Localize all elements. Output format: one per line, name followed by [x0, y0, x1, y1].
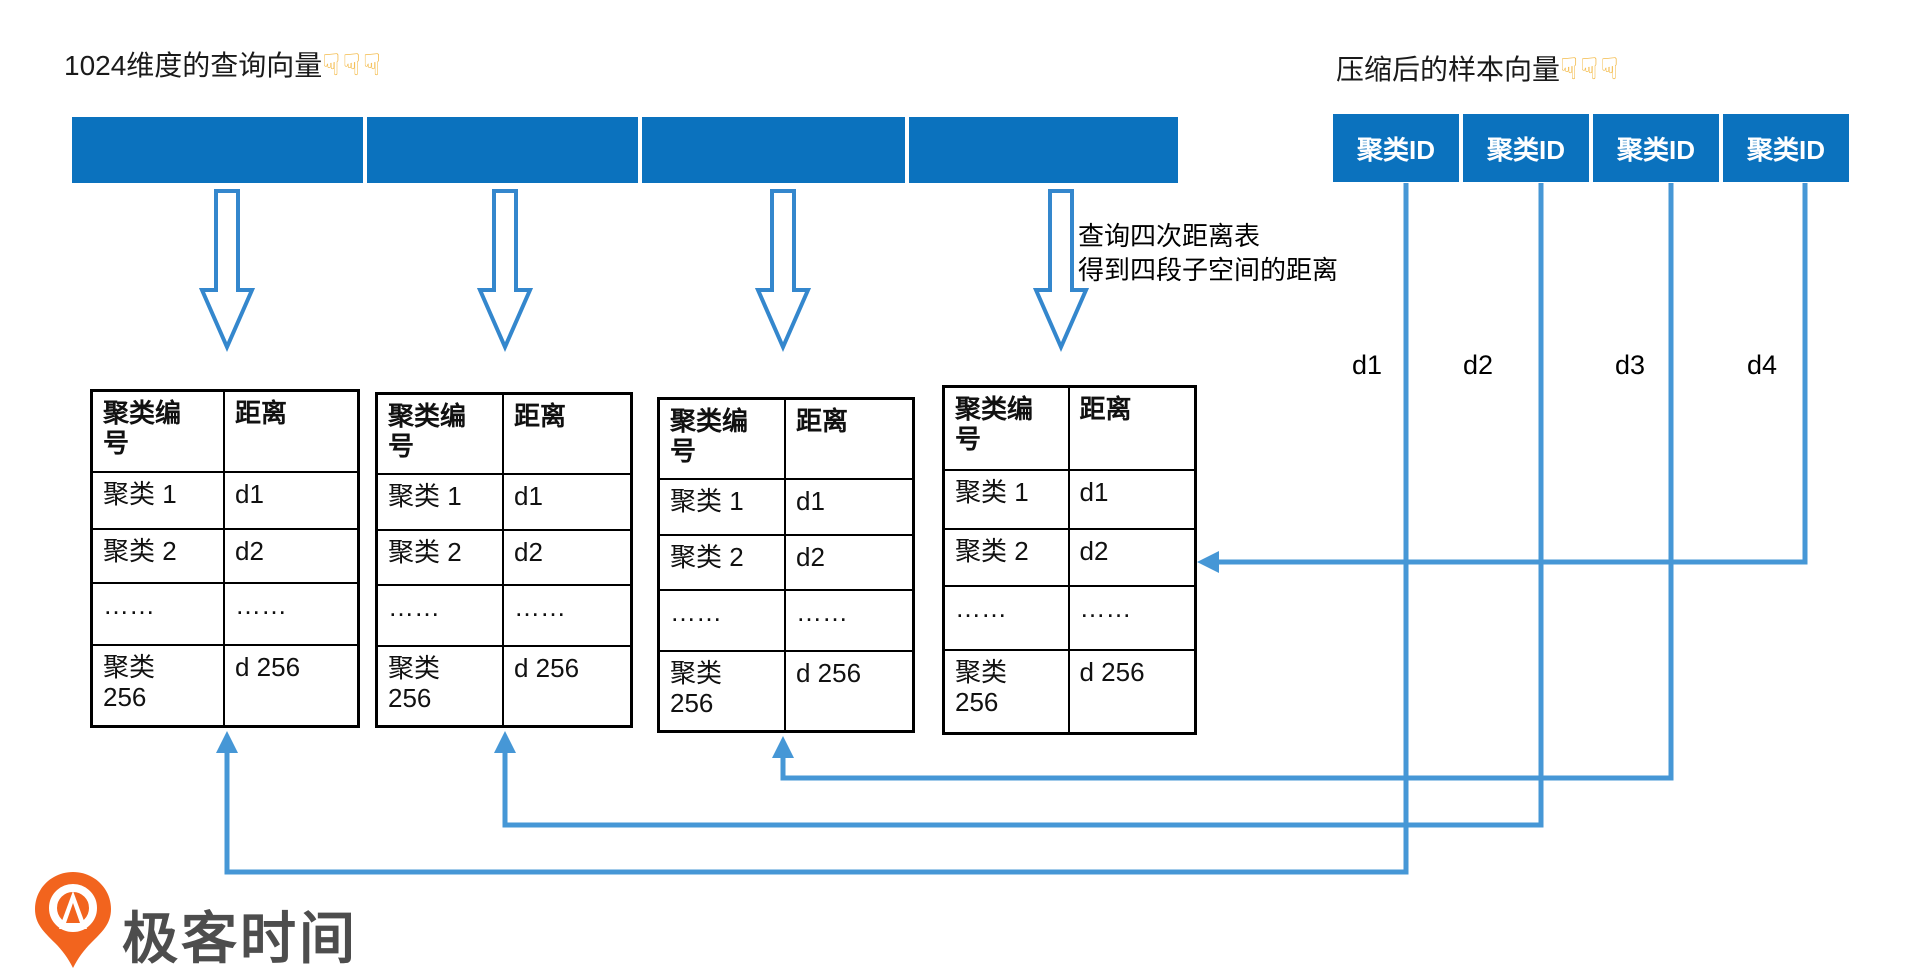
table-cell: 聚类 2	[945, 530, 1070, 587]
cluster-id-cell: 聚类ID	[1333, 114, 1459, 182]
lookup-annotation-line1: 查询四次距离表	[1078, 221, 1261, 251]
sample-vector-title: 压缩后的样本向量☟☟☟	[1336, 48, 1621, 88]
table-cell: 聚类 1	[945, 471, 1070, 531]
up-arrowhead	[494, 731, 516, 753]
table-header-cluster: 聚类编 号	[93, 392, 225, 473]
lookup-annotation: 查询四次距离表 得到四段子空间的距离	[1078, 219, 1338, 287]
table-cell: 聚类 256	[378, 647, 504, 725]
query-vector-title-text: 1024维度的查询向量	[64, 50, 323, 81]
table-cell: 聚类 2	[93, 529, 225, 585]
table-cell: d1	[225, 473, 357, 530]
connector-line-2	[502, 183, 1544, 828]
bar-segment-divider	[638, 117, 642, 183]
up-arrowhead	[216, 731, 238, 753]
hollow-down-arrow	[754, 189, 812, 352]
table-cell: ……	[504, 586, 630, 648]
distance-label-d2: d2	[1462, 350, 1494, 380]
table-header-distance: 距离	[504, 395, 630, 475]
table-cell: 聚类 1	[378, 474, 504, 532]
connector-line-3	[780, 183, 1674, 781]
table-cell: ……	[225, 584, 357, 647]
cluster-id-cell: 聚类ID	[1723, 114, 1849, 182]
table-cell: d1	[1069, 471, 1194, 531]
distance-table-2: 聚类编 号 距离 聚类 1 d1 聚类 2 d2 …… …… 聚类 256 d …	[375, 392, 633, 728]
table-cell: d 256	[235, 652, 301, 683]
table-header-cluster: 聚类编 号	[378, 395, 504, 475]
table-cell: ……	[1069, 587, 1194, 651]
connector-line-1	[224, 183, 1409, 875]
table-cell: 聚类 256	[93, 646, 225, 725]
bar-segment-divider	[905, 117, 909, 183]
table-cell: ……	[945, 586, 1070, 651]
cluster-id-cell: 聚类ID	[1463, 114, 1589, 182]
table-cell: d2	[1069, 530, 1194, 587]
hollow-down-arrow-group	[198, 189, 1090, 352]
table-cell: d 256	[1079, 656, 1145, 687]
table-cell: ……	[378, 585, 504, 648]
geektime-logo-icon	[35, 872, 111, 968]
table-cell: ……	[786, 591, 912, 653]
table-cell: ……	[93, 584, 225, 647]
query-vector-bar	[72, 117, 1178, 183]
lookup-annotation-line2: 得到四段子空间的距离	[1078, 255, 1339, 285]
table-cell: 聚类 2	[378, 531, 504, 586]
geektime-logo-text: 极客时间	[122, 907, 358, 970]
table-header-distance: 距离	[1069, 388, 1194, 472]
bar-segment-divider	[363, 117, 367, 183]
table-cell: ……	[660, 590, 786, 653]
table-cell: 聚类 1	[660, 479, 786, 537]
query-vector-title: 1024维度的查询向量☟☟☟	[64, 44, 383, 84]
connector-line-4	[1216, 183, 1808, 565]
distance-label-d1: d1	[1351, 350, 1383, 380]
hollow-down-arrow	[476, 189, 534, 352]
pointing-down-hands-icon: ☟☟☟	[322, 49, 384, 82]
table-cell: 聚类 1	[93, 472, 225, 530]
table-cell: d2	[225, 530, 357, 585]
connector-arrowheads	[216, 551, 1219, 758]
table-cell: d2	[504, 531, 630, 586]
distance-label-d4: d4	[1746, 350, 1778, 380]
up-arrowhead	[772, 736, 794, 758]
table-cell: d 256	[796, 658, 862, 689]
table-header-cluster: 聚类编 号	[945, 388, 1070, 472]
compressed-sample-vector: 聚类ID 聚类ID 聚类ID 聚类ID	[1333, 114, 1849, 182]
table-header-distance: 距离	[786, 400, 912, 480]
table-cell: d1	[786, 480, 912, 537]
table-cell: d2	[786, 536, 912, 591]
sample-vector-title-text: 压缩后的样本向量	[1336, 54, 1561, 85]
table-cell: 聚类 256	[660, 652, 786, 730]
table-header-cluster: 聚类编 号	[660, 400, 786, 480]
hollow-down-arrow	[1032, 189, 1090, 352]
distance-table-1: 聚类编 号 距离 聚类 1 d1 聚类 2 d2 …… …… 聚类 256 d …	[90, 389, 360, 728]
pointing-down-hands-icon: ☟☟☟	[1560, 53, 1621, 86]
cluster-id-cell: 聚类ID	[1593, 114, 1719, 182]
cluster-id-connector-lines	[224, 183, 1808, 875]
table-cell: 聚类 2	[660, 536, 786, 591]
hollow-down-arrow	[198, 189, 256, 352]
distance-table-4: 聚类编 号 距离 聚类 1 d1 聚类 2 d2 …… …… 聚类 256 d …	[942, 385, 1197, 735]
left-arrowhead	[1197, 551, 1219, 573]
table-cell: 聚类 256	[945, 650, 1070, 732]
table-cell: d1	[504, 475, 630, 532]
table-header-distance: 距离	[225, 392, 357, 473]
distance-table-3: 聚类编 号 距离 聚类 1 d1 聚类 2 d2 …… …… 聚类 256 d …	[657, 397, 915, 733]
table-cell: d 256	[514, 653, 580, 684]
distance-label-d3: d3	[1614, 350, 1646, 380]
